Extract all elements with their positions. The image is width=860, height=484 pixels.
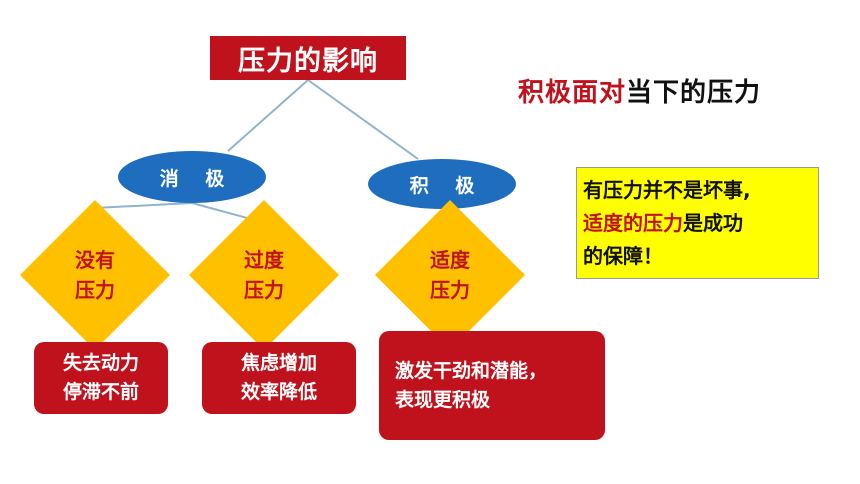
- diamond-label: 没有 压力: [13, 193, 177, 357]
- result-line-2: 表现更积极: [395, 388, 491, 411]
- diamond-line-2: 压力: [430, 278, 470, 302]
- note-line-2-red: 适度的压力: [583, 211, 683, 235]
- connector-negative-d1: [94, 202, 193, 209]
- diamond-moderate-pressure: 适度 压力: [368, 193, 532, 357]
- headline-black: 当下的压力: [626, 78, 762, 108]
- note-line-2: 适度的压力是成功: [583, 207, 812, 240]
- diamond-shape: [375, 200, 525, 350]
- diamond-shape: [189, 200, 339, 350]
- diamond-line-1: 过度: [244, 248, 284, 272]
- note-box: 有压力并不是坏事, 适度的压力是成功 的保障！: [576, 167, 819, 279]
- diamond-shape: [20, 200, 170, 350]
- diamond-line-2: 压力: [244, 278, 284, 302]
- result-line-1: 焦虑增加: [240, 352, 317, 374]
- result-no-pressure: 失去动力 停滞不前: [34, 342, 168, 414]
- diamond-line-1: 适度: [430, 248, 470, 272]
- note-line-1: 有压力并不是坏事,: [583, 178, 751, 202]
- headline-red: 积极面对: [518, 78, 627, 108]
- note-line-3: 的保障！: [583, 244, 663, 268]
- connector-root-negative: [227, 79, 309, 152]
- branch-negative: 消 极: [118, 151, 266, 203]
- branch-positive: 积 极: [368, 159, 516, 209]
- diamond-no-pressure: 没有 压力: [13, 193, 177, 357]
- diamond-label: 适度 压力: [368, 193, 532, 357]
- diamond-line-2: 压力: [75, 278, 115, 302]
- result-line-1: 失去动力: [62, 352, 139, 374]
- result-line-2: 效率降低: [240, 381, 317, 403]
- root-node: 压力的影响: [210, 36, 406, 80]
- headline: 积极面对当下的压力: [518, 72, 761, 109]
- result-excess-pressure: 焦虑增加 效率降低: [202, 342, 356, 414]
- diamond-line-1: 没有: [75, 248, 115, 272]
- diamond-excess-pressure: 过度 压力: [182, 193, 346, 357]
- result-line-1: 激发干劲和潜能，: [395, 359, 548, 382]
- connector-root-positive: [307, 79, 419, 160]
- note-line-2-black: 是成功: [683, 211, 743, 235]
- diamond-label: 过度 压力: [182, 193, 346, 357]
- result-line-2: 停滞不前: [62, 381, 139, 403]
- result-moderate-pressure: 激发干劲和潜能， 表现更积极: [379, 331, 605, 440]
